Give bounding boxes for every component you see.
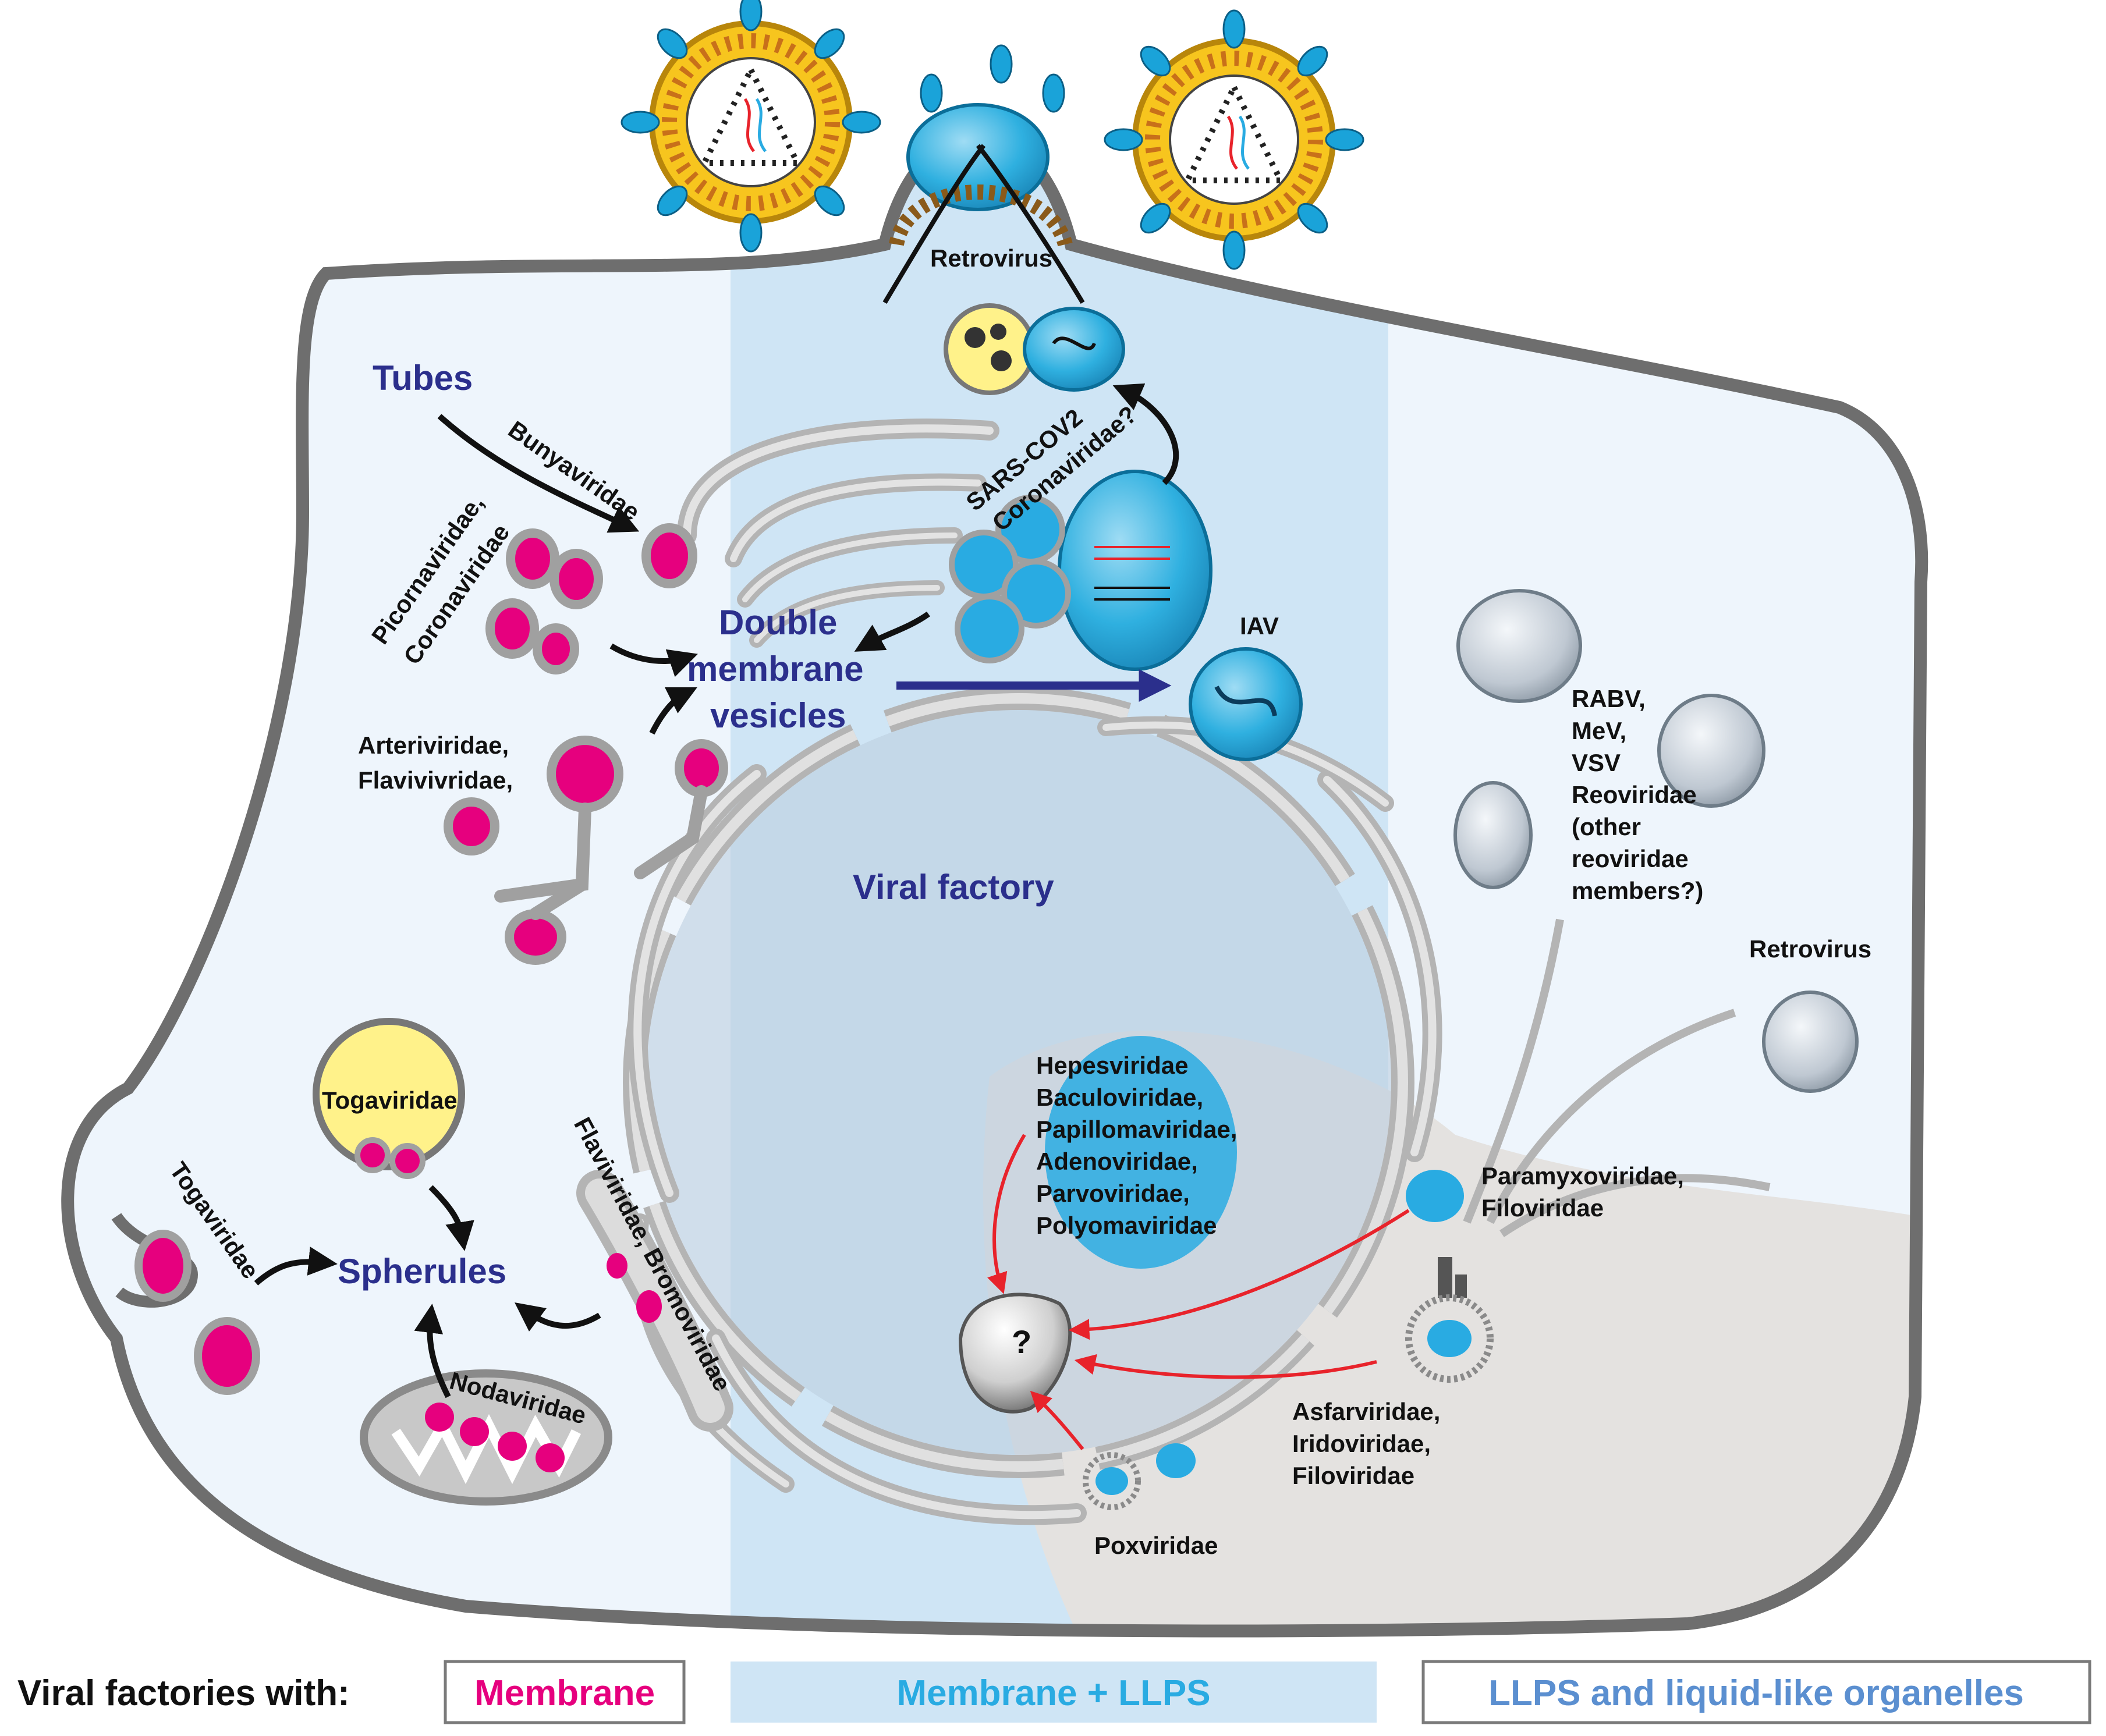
membrane-vesicles	[444, 523, 728, 965]
label-poxviridae: Poxviridae	[1094, 1532, 1218, 1559]
label-rabv-group: RABV, MeV, VSV Reoviridae (other reoviri…	[1572, 685, 1703, 904]
sars-cov2-factory	[944, 303, 1212, 671]
red-arrows	[987, 1134, 1410, 1450]
retrovirus-virion-right	[1104, 9, 1364, 270]
label-paramyxoviridae: Paramyxoviridae,	[1481, 1162, 1684, 1190]
label-flavivividae: Flavivivridae,	[358, 766, 513, 794]
label-tubes: Tubes	[373, 358, 473, 397]
budding-retrovirus	[882, 44, 1085, 304]
retrovirus-virion-left	[621, 0, 881, 253]
label-iav: IAV	[1240, 612, 1279, 640]
nucleus-body	[646, 710, 1391, 1455]
togaviridae-structures	[111, 1018, 465, 1395]
label-viral-factory: Viral factory	[853, 868, 1054, 907]
label-vesicles: vesicles	[710, 696, 846, 735]
label-double: Double	[719, 603, 837, 642]
label-hepesviridae-group: Hepesviridae Baculoviridae, Papillomavir…	[1036, 1052, 1244, 1239]
llps-factories-right	[1083, 589, 1859, 1510]
label-spherules: Spherules	[338, 1252, 506, 1291]
label-arteriviridae: Arteriviridae,	[358, 732, 509, 759]
unknown-factory	[958, 1293, 1072, 1414]
nuclear-factory-blob	[1045, 1036, 1237, 1269]
black-arrows	[254, 383, 1179, 1398]
legend-box-membrane-llps	[731, 1662, 1377, 1723]
legend-box-llps	[1421, 1660, 2091, 1724]
legend-title: Viral factories with:	[17, 1673, 350, 1713]
label-retrovirus-right: Retrovirus	[1749, 935, 1871, 963]
label-togaviridae-vesicle: Togaviridae	[322, 1087, 458, 1114]
mitochondrion	[360, 1369, 612, 1506]
iav-factory	[1189, 647, 1303, 761]
legend-label-membrane: Membrane	[474, 1673, 655, 1713]
plasma-membrane-spherule-top	[111, 1213, 198, 1308]
legend-label-llps: LLPS and liquid-like organelles	[1488, 1673, 2024, 1713]
label-filoviridae-a: Filoviridae	[1481, 1194, 1604, 1222]
golgi-apparatus	[677, 418, 999, 648]
label-membrane: membrane	[687, 649, 863, 688]
label-asfarviridae-group: Asfarviridae, Iridoviridae, Filoviridae	[1292, 1398, 1447, 1489]
flaviviridae-er-sheet	[576, 1170, 733, 1432]
legend: Viral factories with: Membrane Membrane …	[17, 1660, 2091, 1724]
legend-label-membrane-llps: Membrane + LLPS	[896, 1673, 1210, 1713]
legend-box-membrane	[444, 1660, 686, 1724]
label-question: ?	[1012, 1323, 1031, 1360]
label-retrovirus-top: Retrovirus	[930, 244, 1052, 272]
